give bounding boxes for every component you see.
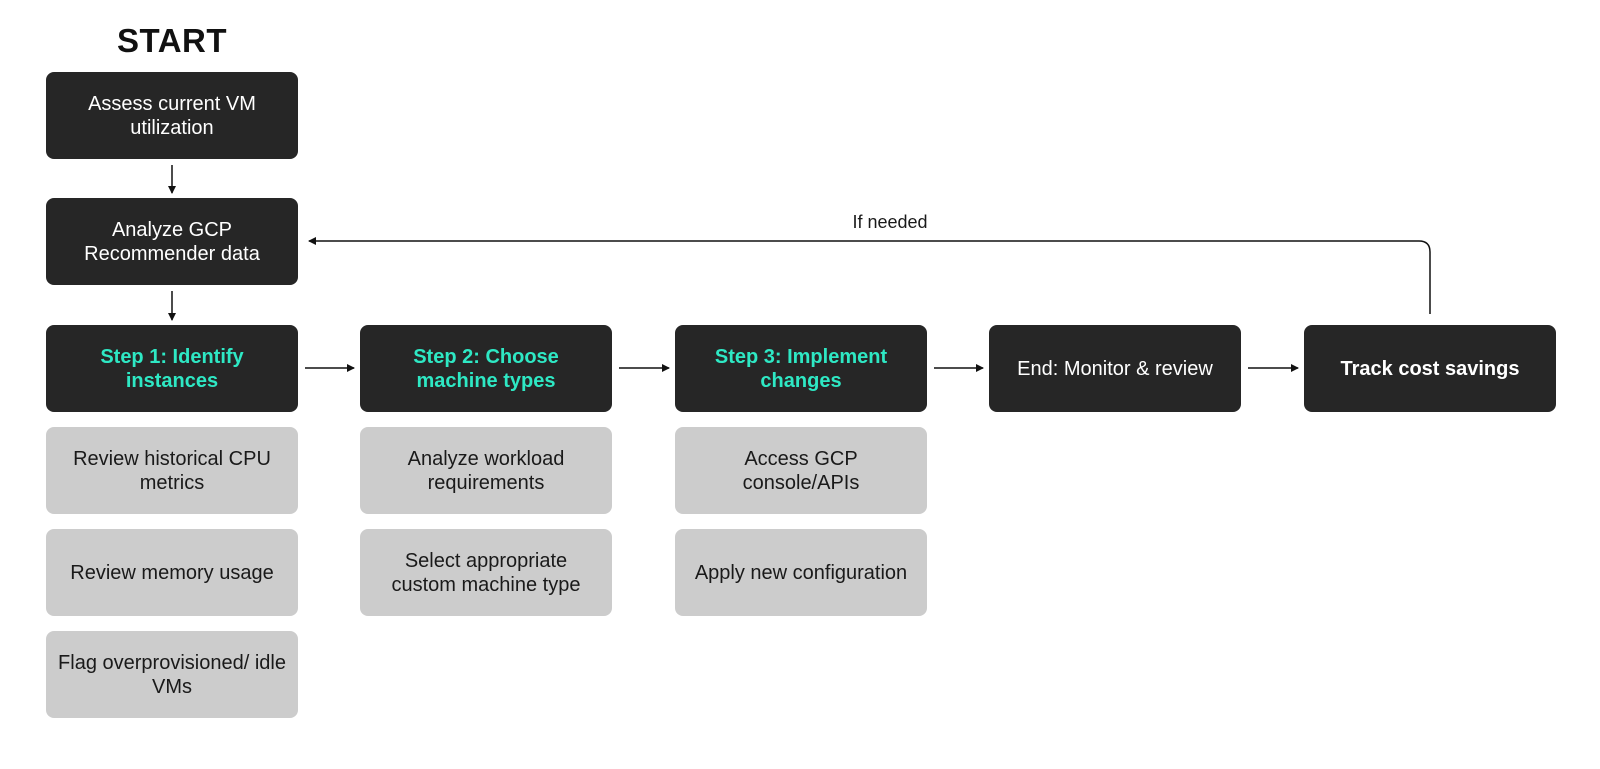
substep-select-machine[interactable]: Select appropriate custom machine type (360, 529, 612, 616)
substep-flag-idle[interactable]: Flag overprovisioned/ idle VMs (46, 631, 298, 718)
step3-implement-node[interactable]: Step 3: Implement changes (675, 325, 927, 412)
loop-label: If needed (852, 212, 928, 232)
analyze-recommender-node[interactable]: Analyze GCP Recommender data (46, 198, 298, 285)
track-savings-node[interactable]: Track cost savings (1304, 325, 1556, 412)
assess-utilization-node[interactable]: Assess current VM utilization (46, 72, 298, 159)
end-monitor-node[interactable]: End: Monitor & review (989, 325, 1241, 412)
start-label: START (116, 22, 228, 59)
step1-identify-node[interactable]: Step 1: Identify instances (46, 325, 298, 412)
substep-review-cpu[interactable]: Review historical CPU metrics (46, 427, 298, 514)
step2-choose-node[interactable]: Step 2: Choose machine types (360, 325, 612, 412)
substep-analyze-workload[interactable]: Analyze workload requirements (360, 427, 612, 514)
substep-access-console[interactable]: Access GCP console/APIs (675, 427, 927, 514)
loop-arrow-track-to-analyze (308, 237, 1431, 314)
substep-review-memory[interactable]: Review memory usage (46, 529, 298, 616)
substep-apply-config[interactable]: Apply new configuration (675, 529, 927, 616)
